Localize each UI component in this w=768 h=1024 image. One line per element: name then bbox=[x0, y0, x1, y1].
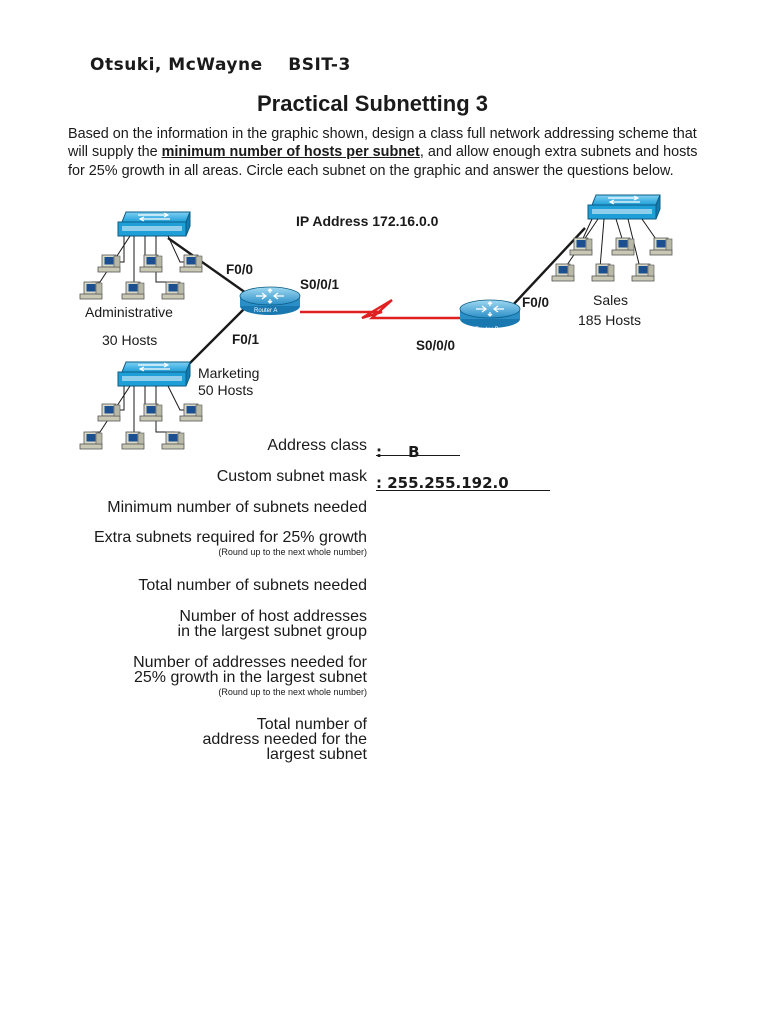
router-a-f01-label: F0/1 bbox=[232, 332, 260, 347]
serial-link bbox=[300, 298, 462, 320]
question-address-class: Address class bbox=[267, 437, 367, 454]
marketing-switch-icon bbox=[117, 361, 191, 387]
instructions-text-1: Based on the information in the graphic … bbox=[68, 126, 697, 161]
marketing-pc-icons bbox=[79, 403, 203, 450]
question-host-addresses: Number of host addresses in the largest … bbox=[177, 608, 367, 640]
ip-address-label: IP Address 172.16.0.0 bbox=[296, 213, 439, 229]
author-line: Otsuki, McWayne BSIT-3 bbox=[90, 55, 351, 75]
instructions-emphasis: minimum number of hosts per subnet bbox=[161, 144, 420, 161]
answer-address-class: : B bbox=[376, 443, 420, 461]
router-a-s001-label: S0/0/1 bbox=[300, 277, 340, 292]
question-host-addresses-line1: Number of host addresses bbox=[179, 608, 367, 625]
question-total-addresses: Total number of address needed for the l… bbox=[202, 716, 367, 763]
question-total-line3: largest subnet bbox=[266, 746, 367, 763]
question-extra-subnets-text: Extra subnets required for 25% growth bbox=[93, 529, 367, 546]
answer-address-class-underline bbox=[376, 455, 460, 456]
question-total-subnets: Total number of subnets needed bbox=[138, 577, 367, 594]
admin-pc-icons bbox=[79, 254, 203, 300]
router-b-s000-label: S0/0/0 bbox=[416, 338, 456, 353]
question-host-addresses-line2: in the largest subnet group bbox=[177, 623, 367, 640]
answer-custom-mask: : 255.255.192.0 bbox=[376, 474, 509, 492]
question-extra-subnets: Extra subnets required for 25% growth (R… bbox=[94, 530, 367, 558]
router-b-f00-label: F0/0 bbox=[522, 295, 550, 310]
marketing-name-label: Marketing bbox=[198, 365, 260, 381]
router-a-f00-label: F0/0 bbox=[226, 262, 254, 277]
sales-hosts-label: 185 Hosts bbox=[578, 312, 642, 328]
network-diagram bbox=[79, 194, 673, 450]
router-a-name: Router A bbox=[254, 308, 278, 314]
marketing-hosts-label: 50 Hosts bbox=[198, 382, 254, 398]
admin-switch-icon bbox=[117, 211, 191, 237]
question-growth-line2: 25% growth in the largest subnet bbox=[133, 669, 367, 686]
sales-name-label: Sales bbox=[593, 292, 629, 308]
question-total-line1: Total number of bbox=[256, 716, 367, 733]
question-growth-addresses: Number of addresses needed for 25% growt… bbox=[133, 655, 367, 698]
question-growth-line1: Number of addresses needed for bbox=[133, 654, 367, 671]
admin-hosts-label: 30 Hosts bbox=[102, 332, 158, 348]
round-up-note-2: (Round up to the next whole number) bbox=[218, 687, 367, 697]
admin-name-label: Administrative bbox=[85, 304, 173, 320]
question-total-line2: address needed for the bbox=[202, 731, 367, 748]
instructions-paragraph: Based on the information in the graphic … bbox=[68, 125, 708, 180]
router-b-name: Router B bbox=[475, 327, 499, 333]
page-title: Practical Subnetting 3 bbox=[256, 91, 489, 116]
round-up-note-1: (Round up to the next whole number) bbox=[218, 547, 367, 557]
question-custom-mask: Custom subnet mask bbox=[216, 468, 367, 485]
sales-switch-icon bbox=[587, 194, 661, 220]
question-min-subnets: Minimum number of subnets needed bbox=[107, 499, 367, 516]
instructions-text-2: , and allow enough extra subnets and hos… bbox=[68, 144, 698, 179]
router-b-icon bbox=[459, 299, 521, 329]
answer-custom-mask-underline bbox=[376, 490, 550, 491]
